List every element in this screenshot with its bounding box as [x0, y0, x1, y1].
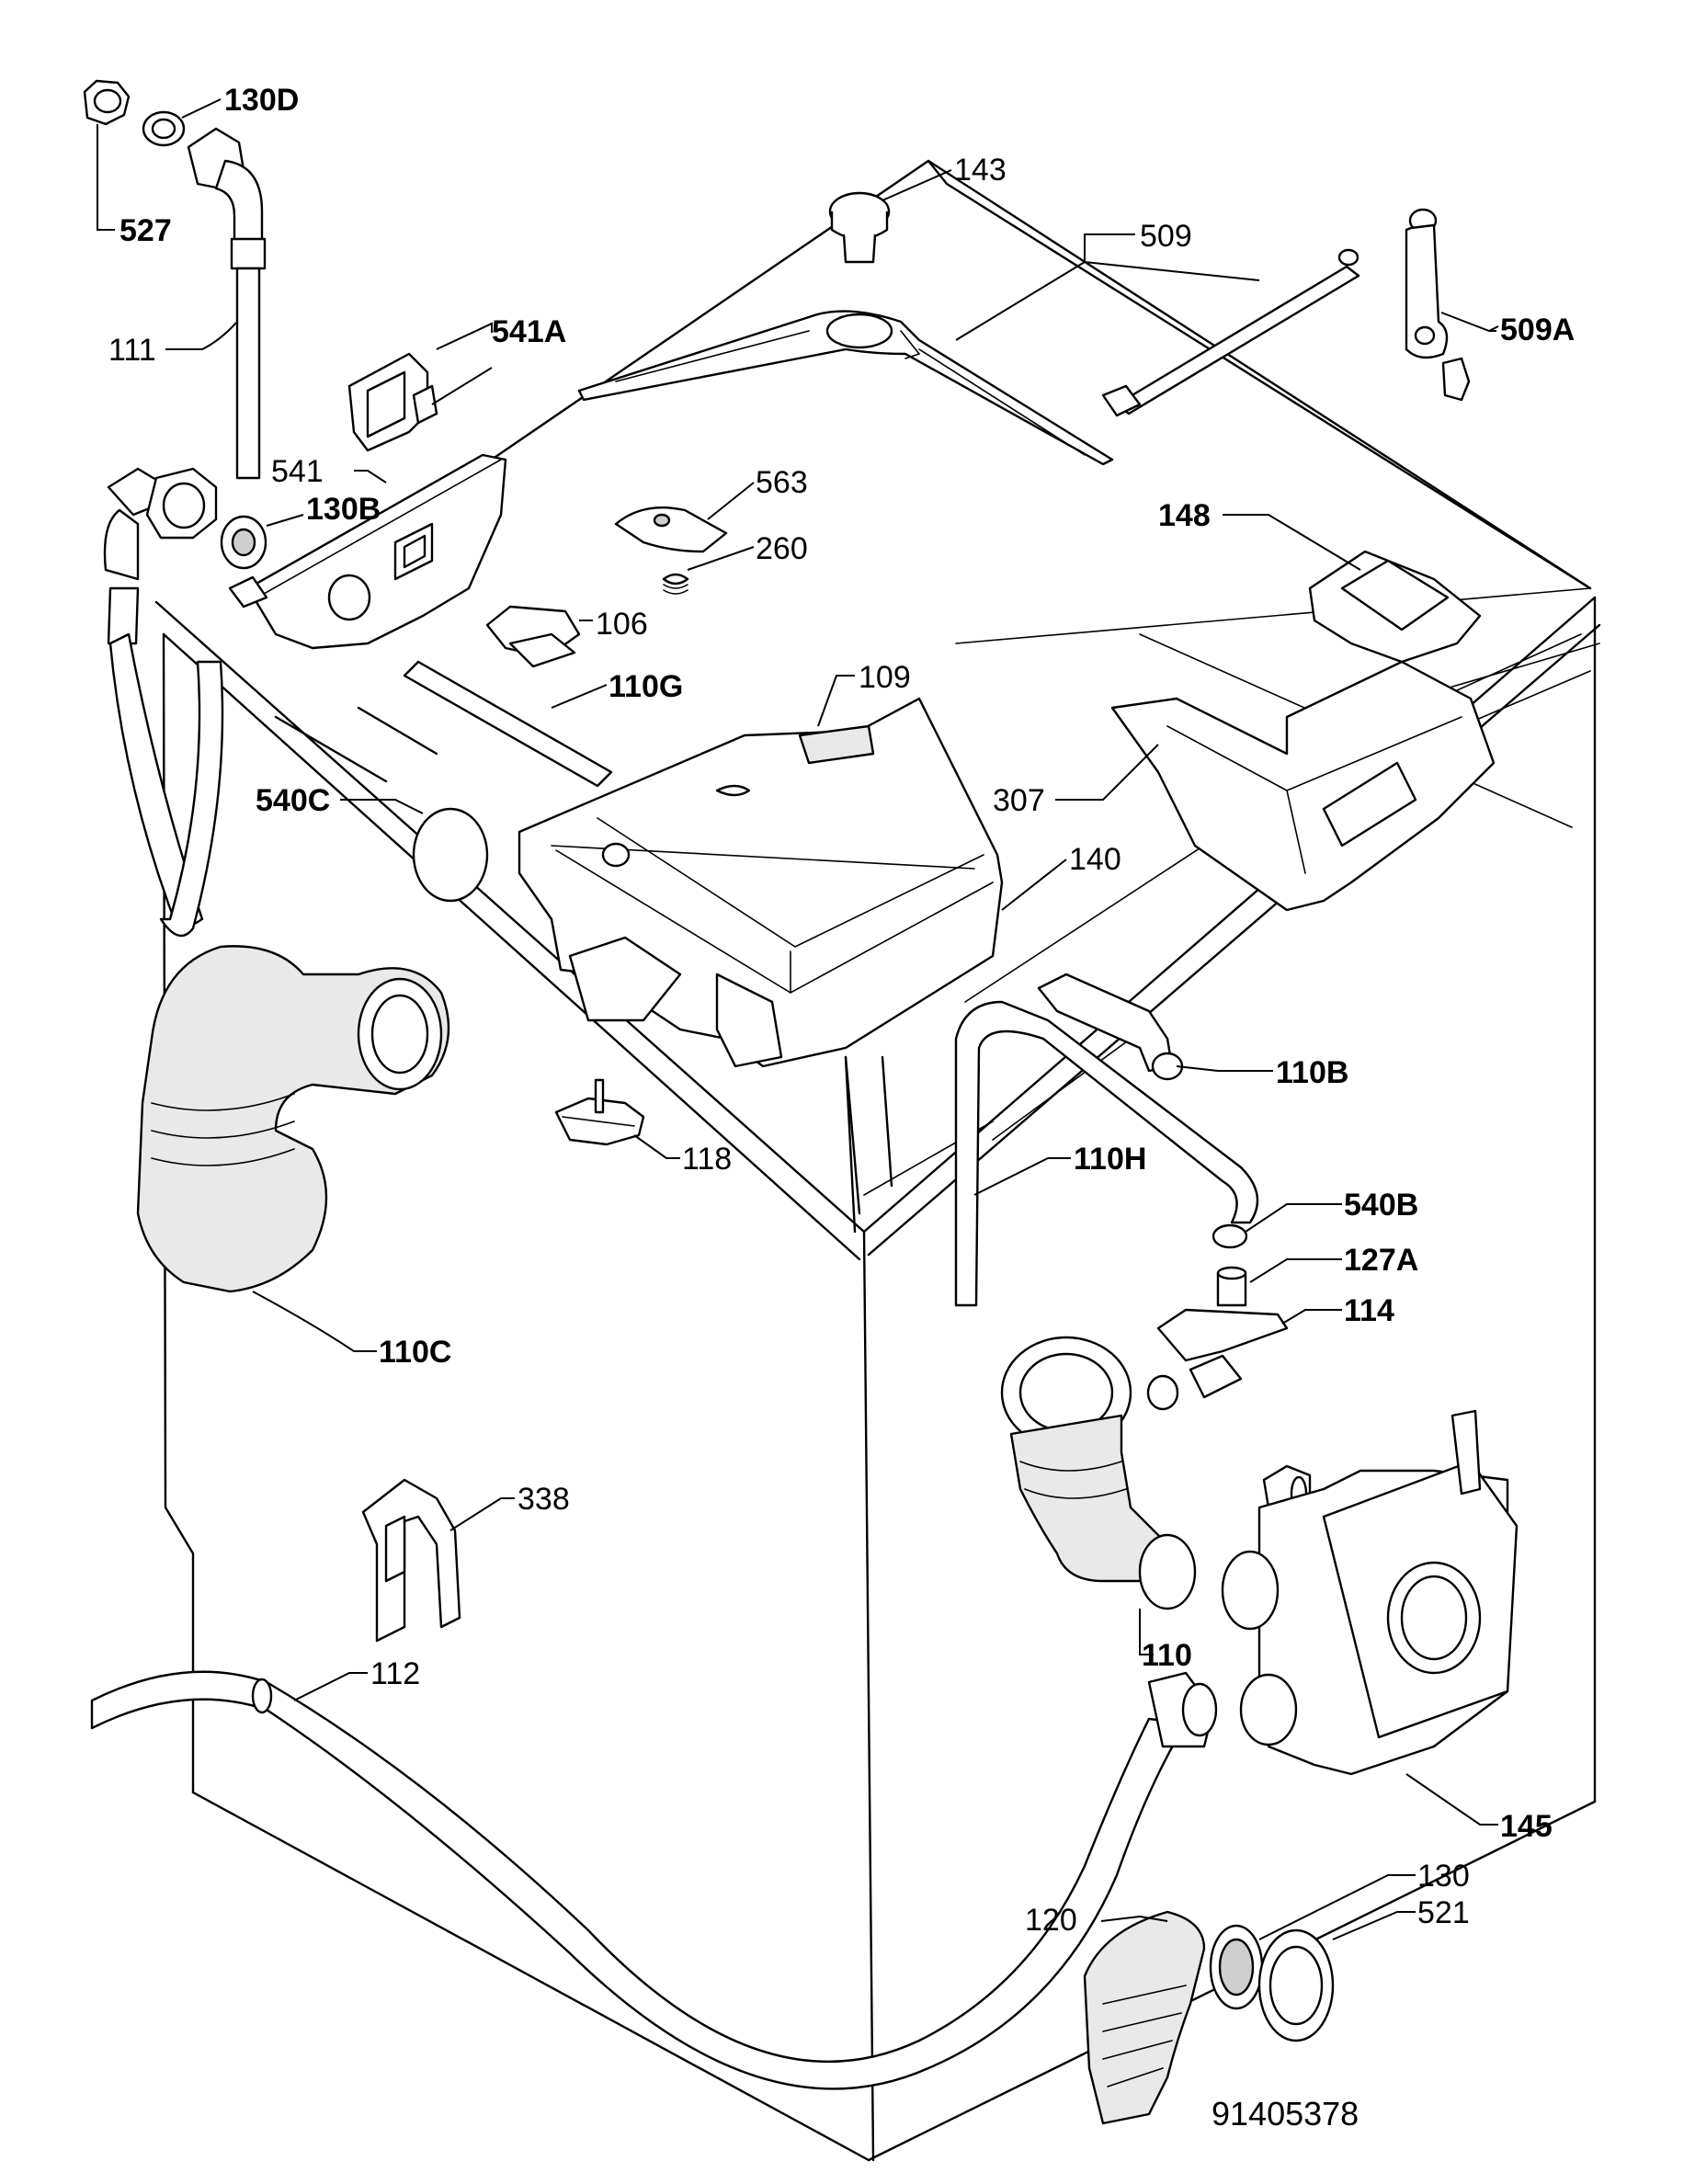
knob-143: [828, 169, 952, 264]
spring-260: [662, 546, 755, 595]
washer-130B: [220, 514, 304, 570]
drawing-number: 91405378: [1212, 2095, 1359, 2133]
rod-509: [955, 233, 1360, 417]
label-143: 143: [954, 153, 1007, 188]
label-106: 106: [596, 607, 648, 642]
label-540B: 540B: [1344, 1188, 1418, 1223]
label-130B: 130B: [306, 492, 381, 527]
filter-118: [554, 1078, 680, 1159]
cover-148: [1223, 514, 1482, 664]
lever-509: [577, 310, 1114, 466]
part-labels: 130D 527 111 541A 541 130B 143 509 509A …: [108, 83, 1575, 2133]
label-521: 521: [1417, 1895, 1470, 1930]
cabinet-outline: [154, 159, 1601, 2162]
label-148: 148: [1158, 498, 1211, 533]
sump-hose-110: [1000, 1336, 1197, 1655]
hose-110G: [403, 660, 613, 788]
label-130D: 130D: [224, 83, 299, 118]
pump-145: [1221, 1409, 1519, 1826]
inlet-hose-111: [165, 127, 267, 480]
label-110C: 110C: [379, 1335, 451, 1370]
washer-130D: [142, 98, 222, 147]
label-110: 110: [1142, 1638, 1192, 1673]
cam-563: [614, 482, 755, 553]
inlet-hose-lower: [103, 467, 224, 938]
label-111: 111: [108, 333, 156, 368]
label-118: 118: [682, 1142, 732, 1177]
label-130: 130: [1417, 1859, 1470, 1894]
label-260: 260: [756, 531, 808, 566]
bracket-541: [228, 453, 507, 650]
label-541: 541: [271, 454, 324, 489]
label-540C: 540C: [256, 783, 330, 818]
label-112: 112: [370, 1656, 420, 1691]
label-109: 109: [859, 660, 911, 695]
label-120: 120: [1025, 1903, 1077, 1938]
hose-110H: [954, 1000, 1259, 1307]
label-110G: 110G: [609, 669, 683, 704]
label-127A: 127A: [1344, 1243, 1418, 1278]
label-541A: 541A: [492, 314, 566, 349]
label-110B: 110B: [1276, 1055, 1348, 1090]
dispenser-housing-140: [518, 675, 1067, 1068]
hose-110B: [1037, 973, 1273, 1081]
label-509A: 509A: [1500, 313, 1575, 347]
label-307: 307: [993, 783, 1045, 818]
nut-527: [83, 79, 131, 231]
label-114: 114: [1344, 1293, 1394, 1328]
lever-509A: [1405, 208, 1499, 402]
cap-521: [1257, 1911, 1416, 2042]
label-527: 527: [119, 213, 172, 248]
drawer-307: [1055, 660, 1496, 912]
cap-540C: [340, 799, 489, 903]
clip-541A: [347, 322, 493, 452]
drain-hose-112: [90, 1670, 1218, 2090]
clip-338: [361, 1478, 515, 1643]
label-145: 145: [1500, 1809, 1553, 1844]
bellows-110C: [136, 945, 450, 1352]
label-110H: 110H: [1074, 1142, 1146, 1177]
valve-body-114: [1156, 1308, 1342, 1399]
cap-540B: [1212, 1203, 1342, 1249]
label-563: 563: [756, 465, 808, 500]
filter-120: [1083, 1910, 1206, 2125]
label-509: 509: [1140, 219, 1192, 254]
latch-106: [485, 605, 593, 668]
label-140: 140: [1069, 842, 1121, 877]
valve-127A: [1216, 1258, 1342, 1307]
label-338: 338: [518, 1482, 570, 1517]
